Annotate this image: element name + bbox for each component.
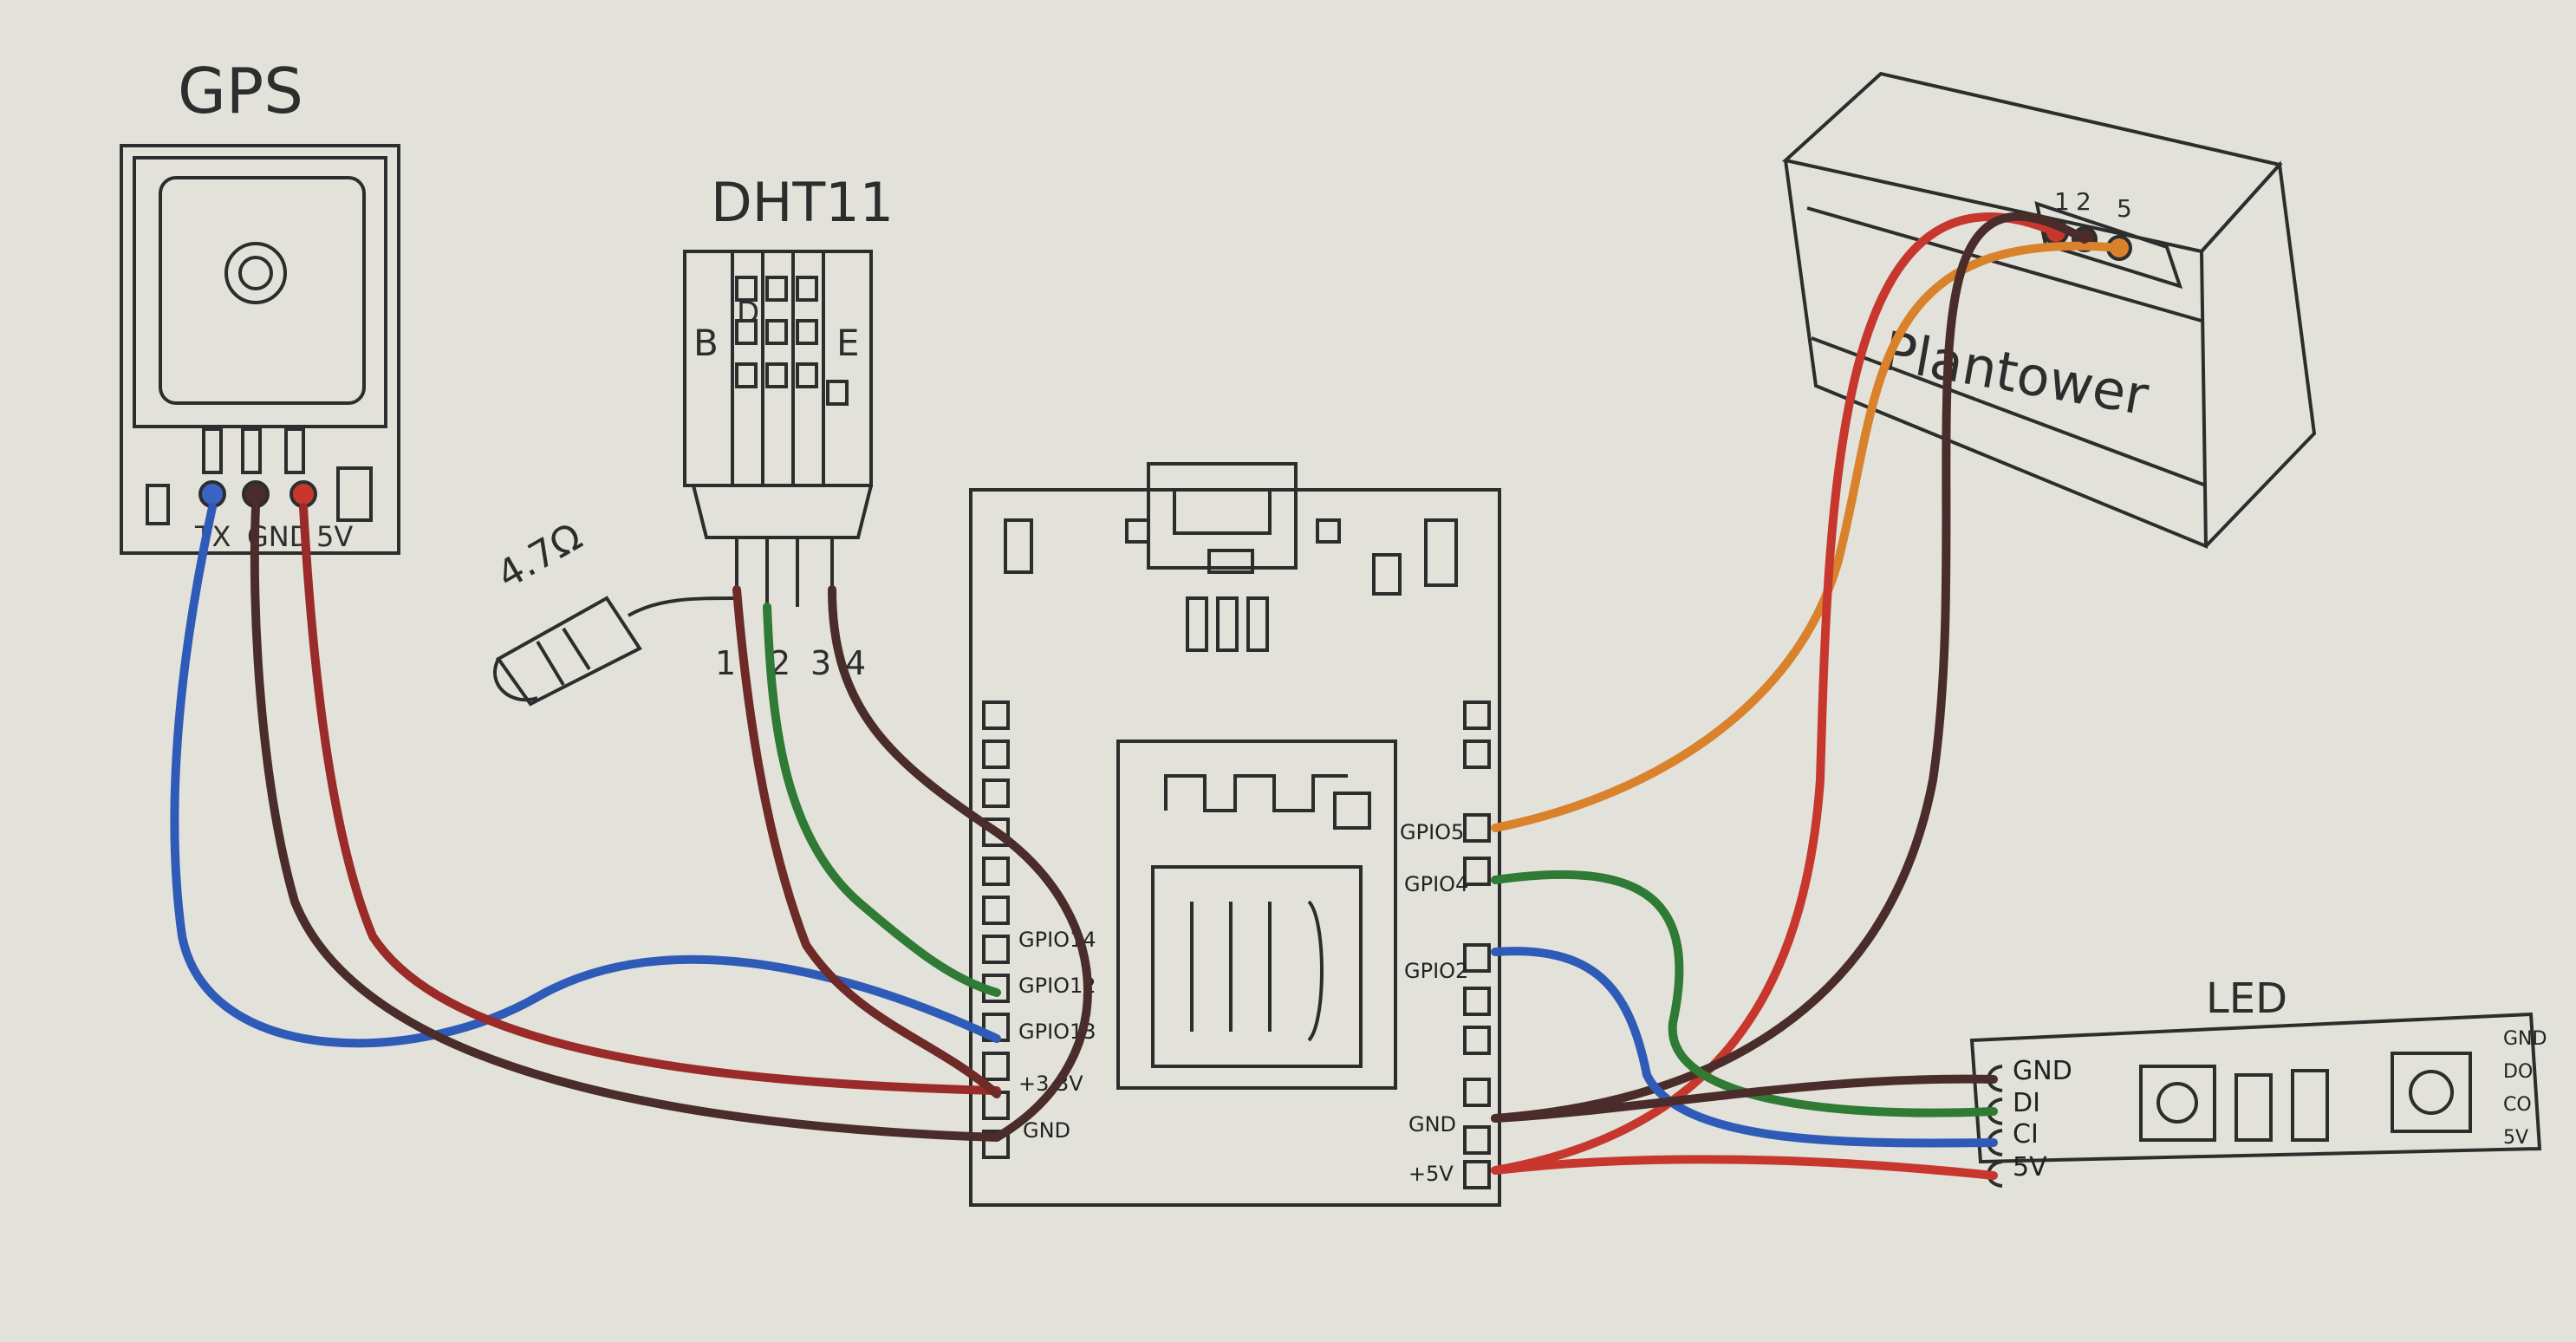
wire-gps-tx [170, 503, 1001, 1048]
board-pin-gnd-right: GND [1408, 1112, 1456, 1137]
dht11-title: DHT11 [711, 171, 894, 234]
gps-module: GPS TX GND 5V [120, 55, 400, 555]
led-edge-5v: 5V [2503, 1127, 2528, 1149]
led-pin-di: DI [2013, 1088, 2040, 1118]
gps-pin-5v: 5V [316, 520, 353, 553]
dht11-letter-b: B [693, 322, 719, 364]
wire-dht-gnd [828, 585, 1092, 1142]
wire-gnd-pms [1491, 212, 2089, 1123]
esp-board: GPIO14 GPIO12 GPIO13 +3.3V GND GPIO5 GPI… [969, 462, 1501, 1207]
wire-dht-vcc [732, 585, 1001, 1098]
wire-gpio5-pms [1491, 241, 2124, 832]
wire-dht-data [763, 603, 1001, 997]
wire-5v-led [1491, 1155, 1998, 1180]
plantower-pin-2: 2 [2076, 187, 2091, 216]
dht11-sensor: DHT11 B D E 1 2 3 4 [683, 171, 894, 682]
plantower-pin-1: 1 [2054, 187, 2070, 216]
board-pin-5v: +5V [1408, 1162, 1454, 1186]
gps-title: GPS [178, 55, 303, 127]
board-pin-gpio5: GPIO5 [1400, 820, 1464, 844]
board-pin-gpio4: GPIO4 [1404, 872, 1468, 896]
led-title: LED [2206, 974, 2287, 1023]
wire-gnd-led [1491, 1074, 1998, 1123]
board-pin-gnd-left: GND [1023, 1118, 1070, 1143]
dht11-letter-d: D [737, 296, 759, 330]
led-edge-do: DO [2503, 1061, 2533, 1083]
wire-gpio4-led [1491, 870, 1998, 1117]
led-edge-co: CO [2503, 1094, 2532, 1116]
wire-gpio2-led [1491, 947, 1998, 1148]
board-pin-gpio2: GPIO2 [1404, 959, 1468, 983]
led-pin-gnd: GND [2013, 1056, 2072, 1086]
led-edge-gnd: GND [2503, 1028, 2547, 1050]
plantower-pin-5: 5 [2117, 194, 2132, 223]
dht11-pin-1: 1 [715, 644, 736, 682]
led-pin-5v: 5V [2013, 1152, 2047, 1182]
dht11-letter-e: E [836, 322, 860, 364]
led-pin-ci: CI [2013, 1119, 2039, 1150]
wire-gps-gnd [250, 503, 1001, 1142]
wires [170, 212, 2124, 1180]
dht11-pin-3: 3 [810, 644, 831, 682]
wire-gps-5v [299, 503, 1001, 1095]
